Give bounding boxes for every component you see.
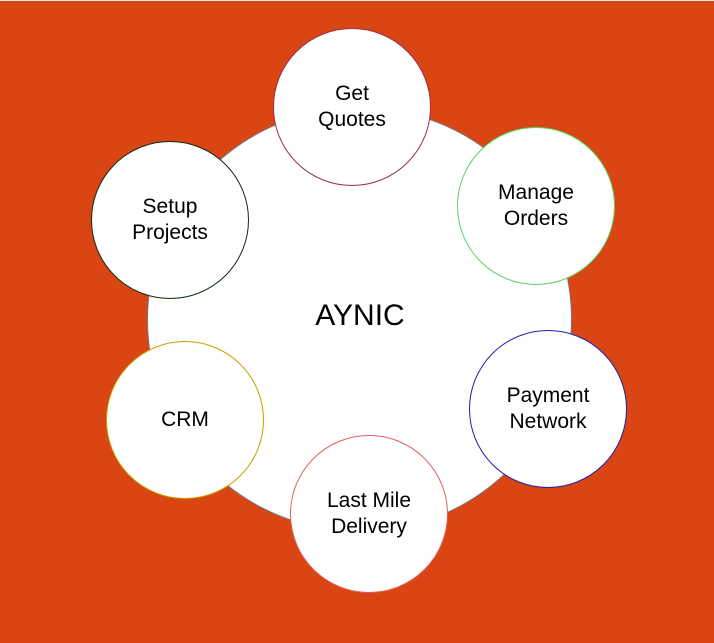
node-setup-projects: Setup Projects (91, 141, 249, 299)
node-payment-network: Payment Network (469, 330, 627, 488)
node-label-crm: CRM (161, 408, 209, 431)
node-last-mile-delivery: Last Mile Delivery (290, 435, 448, 593)
node-label-setup-projects: Setup Projects (132, 195, 208, 244)
top-border-line (0, 0, 714, 1)
node-label-payment-network: Payment Network (506, 384, 590, 433)
node-label-last-mile-delivery: Last Mile Delivery (326, 489, 412, 538)
hub-label: AYNIC (315, 299, 405, 332)
node-label-get-quotes: Get Quotes (318, 82, 386, 131)
node-manage-orders: Manage Orders (457, 127, 615, 285)
node-crm: CRM (106, 341, 264, 499)
node-label-manage-orders: Manage Orders (498, 181, 574, 230)
node-get-quotes: Get Quotes (273, 28, 431, 186)
